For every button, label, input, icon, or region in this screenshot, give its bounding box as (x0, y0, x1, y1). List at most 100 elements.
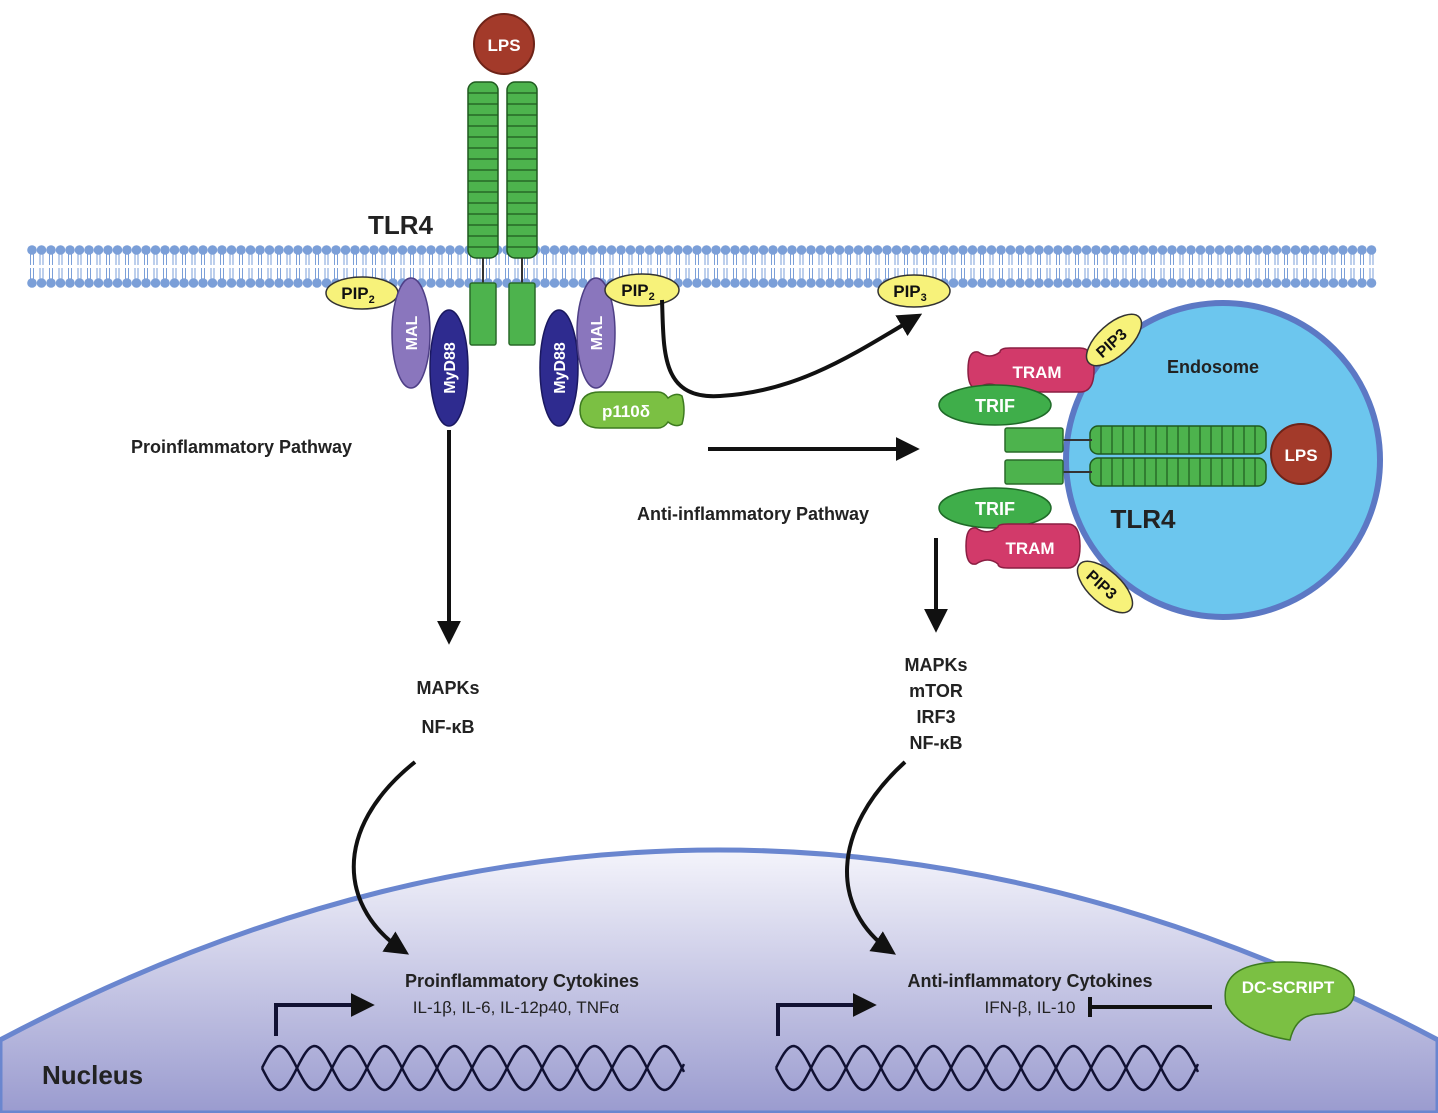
lipid-head (1319, 278, 1329, 288)
lipid-head (910, 245, 921, 255)
proinflammatory-pathway-label: Proinflammatory Pathway (131, 437, 352, 457)
lipid-head (948, 245, 959, 255)
lipid-head (1072, 278, 1082, 288)
lipid-head (1233, 278, 1244, 288)
lipid-head (806, 245, 816, 255)
pip2-right-label: PIP (621, 281, 648, 300)
lipid-head (1366, 278, 1377, 288)
anti-cytokines-list: IFN-β, IL-10 (984, 998, 1075, 1017)
lipid-head (587, 245, 598, 255)
pip2-left: PIP2 (325, 276, 399, 310)
lipid-head (1034, 278, 1044, 288)
anti-promoter-arrow (776, 993, 877, 1036)
pip2-right: PIP2 (604, 273, 680, 307)
lipid-head (578, 245, 588, 255)
myd88-left: MyD88 (429, 309, 469, 427)
lipid-head (901, 245, 911, 255)
lipid-head (1148, 245, 1158, 255)
lipid-head (1195, 278, 1206, 288)
lipid-head (882, 245, 892, 255)
lipid-head (1262, 245, 1272, 255)
lipid-head (1129, 278, 1139, 288)
lipid-head (397, 245, 408, 255)
lipid-head (891, 245, 902, 255)
lipid-head (1167, 278, 1177, 288)
lipid-head (1252, 245, 1263, 255)
lipid-head (445, 245, 455, 255)
lipid-head (986, 245, 997, 255)
lipid-head (312, 245, 322, 255)
lipid-head (625, 245, 636, 255)
lipid-head (122, 245, 132, 255)
dna-helix-anti (774, 1044, 1200, 1092)
lipid-head (1309, 245, 1320, 255)
lipid-head (1281, 245, 1291, 255)
lipid-head (1300, 245, 1310, 255)
lipid-head (1357, 278, 1367, 288)
anti-inflammatory-pathway-label: Anti-inflammatory Pathway (637, 504, 869, 524)
myd88-left-label: MyD88 (442, 342, 459, 394)
lipid-head (217, 278, 227, 288)
lipid-head (1214, 278, 1225, 288)
lipid-head (939, 245, 949, 255)
lipid-head (1243, 278, 1253, 288)
lipid-head (264, 278, 275, 288)
lipid-head (977, 245, 987, 255)
lipid-head (1224, 245, 1234, 255)
anti-signal-item: NF-κB (909, 733, 962, 753)
lipid-head (65, 278, 75, 288)
lipid-head (46, 278, 56, 288)
lipid-head (312, 278, 322, 288)
lipid-head (1043, 245, 1054, 255)
lipid-head (711, 245, 721, 255)
lipid-head (112, 245, 123, 255)
lipid-head (1328, 278, 1339, 288)
endosome-label: Endosome (1167, 357, 1259, 377)
lipid-head (1110, 245, 1120, 255)
anti-cytokines-title: Anti-inflammatory Cytokines (907, 971, 1152, 991)
lps-label: LPS (487, 36, 520, 55)
lipid-head (1110, 278, 1120, 288)
lipid-head (635, 245, 645, 255)
lipid-head (55, 278, 66, 288)
dna-strand (774, 1044, 1200, 1092)
lipid-head (274, 278, 284, 288)
lipid-head (226, 245, 237, 255)
tlr4-receptor (467, 81, 538, 346)
lipid-head (198, 278, 208, 288)
lipid-head (1252, 278, 1263, 288)
anti-signal-item: MAPKs (904, 655, 967, 675)
lipid-head (74, 278, 85, 288)
myd88-right-label: MyD88 (552, 342, 569, 394)
lipid-head (568, 245, 579, 255)
lipid-head (1243, 245, 1253, 255)
lipid-head (682, 245, 693, 255)
lipid-head (1034, 245, 1044, 255)
lipid-head (255, 278, 265, 288)
lipid-head (93, 245, 104, 255)
lipid-head (217, 245, 227, 255)
lipid-head (1062, 245, 1073, 255)
lipid-head (369, 245, 379, 255)
lipid-head (283, 245, 294, 255)
p110-label: p110δ (602, 402, 650, 421)
anti-nucleus-arrow (845, 760, 907, 955)
lipid-head (758, 245, 769, 255)
lipid-head (350, 245, 360, 255)
lipid-head (967, 245, 978, 255)
lipid-head (549, 245, 560, 255)
trif-top: TRIF (938, 384, 1052, 426)
lipid-head (853, 278, 864, 288)
lipid-head (1015, 278, 1025, 288)
tlr4-ectodomain-left (467, 81, 499, 259)
lipid-head (1195, 245, 1206, 255)
lipid-head (274, 245, 284, 255)
pro-nucleus-arrow (351, 760, 417, 955)
dcscript-label: DC-SCRIPT (1242, 978, 1335, 997)
lipid-head (283, 278, 294, 288)
lipid-head (1186, 245, 1196, 255)
lipid-head (559, 245, 569, 255)
lipid-head (1157, 245, 1168, 255)
lipid-head (1081, 245, 1092, 255)
